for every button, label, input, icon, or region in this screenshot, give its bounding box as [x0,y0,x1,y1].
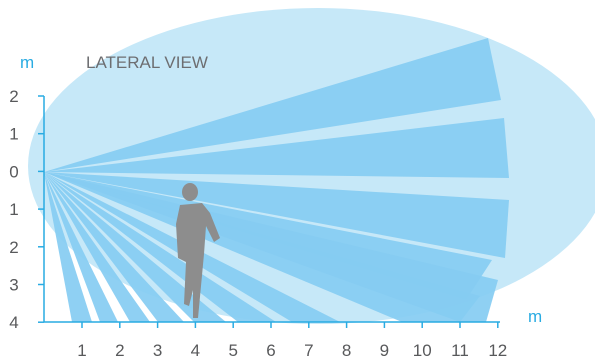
axes [38,95,500,328]
beam-floor-2 [44,172,118,322]
y-tick-label: 2 [9,87,18,106]
x-tick-label: 2 [115,341,124,360]
x-axis-unit: m [528,307,542,326]
beam-floor-6 [44,172,276,322]
x-tick-label: 4 [191,341,200,360]
x-tick-label: 8 [342,341,351,360]
x-tick-label: 3 [153,341,162,360]
y-tick-label: 1 [9,125,18,144]
y-tick-label: 1 [9,200,18,219]
diagram-title: LATERAL VIEW [86,53,208,72]
beam-floor-4 [44,172,184,322]
beam-upper-2 [44,118,509,178]
beam-upper-1 [44,38,501,172]
y-tick-label: 4 [9,313,18,332]
x-tick-label: 12 [488,341,507,360]
x-tick-label: 5 [228,341,237,360]
y-tick-labels: 2 1 0 1 2 3 4 [9,87,18,332]
y-axis-unit: m [20,53,34,72]
beam-middle [44,172,509,258]
beam-floor-5 [44,172,226,322]
detection-beams [44,38,509,322]
x-tick-label: 11 [451,341,469,360]
x-tick-label: 6 [266,341,275,360]
x-tick-label: 1 [77,341,86,360]
y-tick-label: 0 [9,162,18,181]
beam-floor-far [44,172,498,322]
x-tick-label: 9 [380,341,389,360]
x-tick-label: 7 [304,341,313,360]
beam-floor-3 [44,172,150,322]
x-tick-label: 10 [413,341,432,360]
walking-person-icon [176,183,220,318]
y-tick-label: 2 [9,238,18,257]
beam-floor-1 [44,172,92,322]
y-tick-label: 3 [9,276,18,295]
